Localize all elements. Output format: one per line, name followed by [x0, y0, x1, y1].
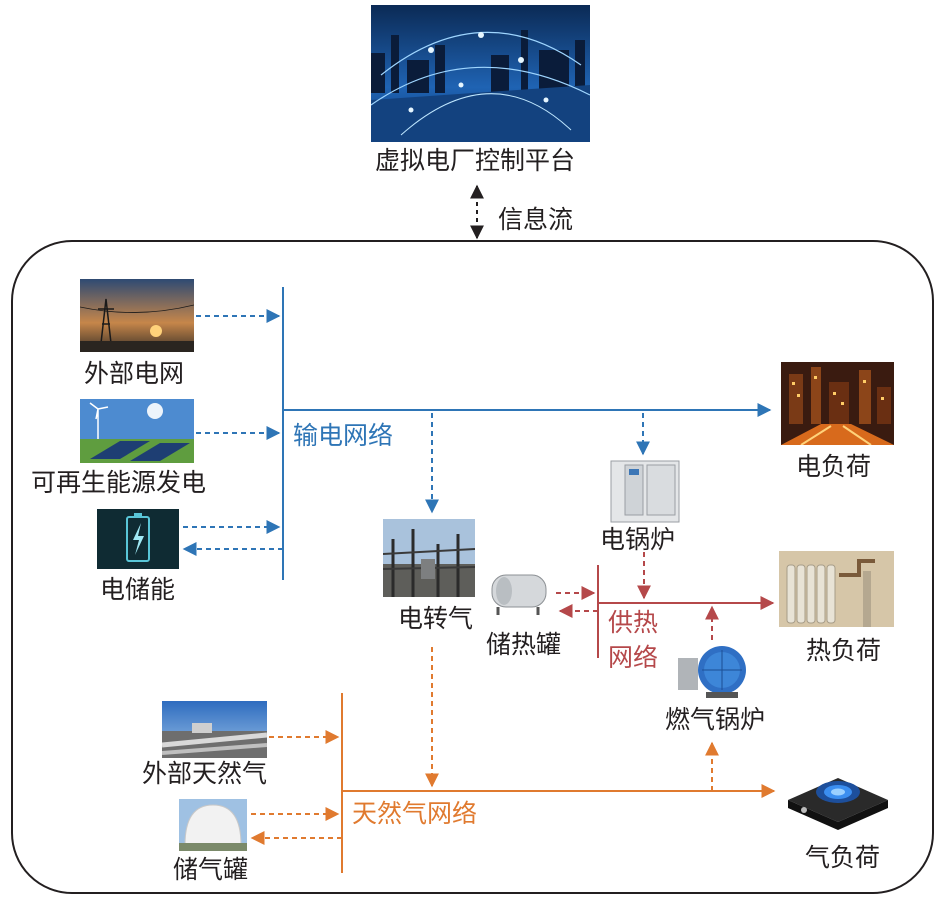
gas-storage-label: 储气罐 [173, 855, 249, 884]
radiator-photo [779, 551, 894, 627]
electric-load-label: 电负荷 [796, 452, 872, 481]
smart-city-network-photo [371, 5, 590, 142]
heat-storage-tank-photo [484, 569, 553, 619]
gas-boiler-label: 燃气锅炉 [665, 705, 766, 734]
info-flow-label: 信息流 [498, 205, 574, 234]
external-gas-label: 外部天然气 [142, 759, 268, 788]
electric-network-lines [182, 287, 772, 580]
system-boundary-frame [11, 240, 934, 894]
gas-network-lines [250, 647, 776, 873]
electric-boiler-label: 电锅炉 [600, 525, 676, 554]
gas-network-label: 天然气网络 [352, 799, 478, 828]
battery-bolt-icon [97, 509, 179, 569]
gas-pipeline-photo [162, 701, 267, 758]
wind-solar-farm-photo [80, 399, 194, 463]
heat-network-label-line1: 供热 [608, 608, 659, 637]
heat-network-label-line2: 网络 [608, 643, 659, 672]
electric-storage-label: 电储能 [100, 575, 176, 604]
gas-stove-burner-photo [784, 752, 892, 830]
power-network-label: 输电网络 [293, 421, 394, 450]
heat-load-label: 热负荷 [806, 636, 882, 665]
p2g-label: 电转气 [398, 604, 474, 633]
gas-holder-dome-photo [179, 799, 247, 851]
gas-boiler-photo [672, 640, 754, 700]
transmission-tower-sunset-photo [80, 279, 194, 352]
renewable-label: 可再生能源发电 [31, 468, 207, 497]
heat-storage-label: 储热罐 [486, 630, 562, 659]
industrial-gas-plant-photo [383, 519, 475, 597]
heat-network-lines [556, 552, 775, 658]
external-grid-label: 外部电网 [84, 359, 185, 388]
vpp-platform-label: 虚拟电厂控制平台 [375, 146, 576, 175]
city-night-lights-photo [781, 362, 894, 445]
gas-load-label: 气负荷 [805, 843, 881, 872]
electric-boiler-cabinet-photo [609, 459, 681, 524]
